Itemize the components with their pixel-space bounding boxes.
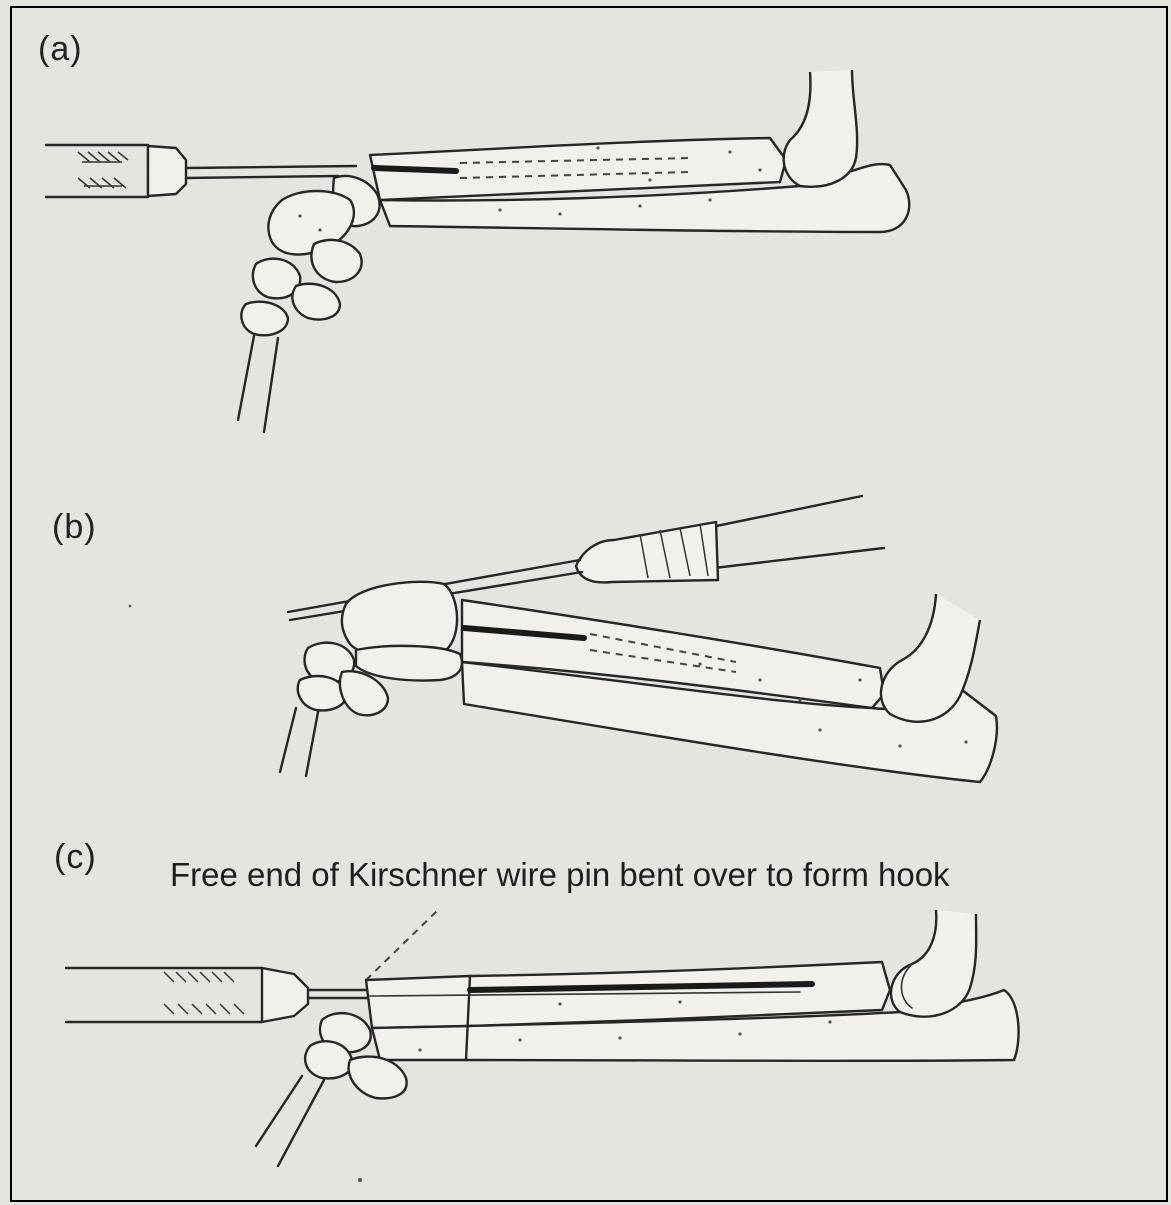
panel-c-drawing [66, 908, 1019, 1182]
drill-chuck-a [46, 145, 186, 197]
k-wire-a [186, 166, 356, 178]
wrist-bones-b [298, 582, 462, 715]
annotation-callout: Free end of Kirschner wire pin bent over… [170, 856, 950, 894]
finger-c [256, 1076, 324, 1166]
panel-b-drawing [129, 496, 997, 782]
drill-chuck-b [576, 496, 884, 582]
k-wire-c [308, 990, 368, 998]
panel-label-c: (c) [54, 838, 97, 877]
finger-b [280, 708, 318, 776]
wrist-bones-a [241, 176, 379, 335]
humerus-a [784, 70, 857, 187]
panel-label-b: (b) [52, 508, 97, 547]
finger-a [238, 336, 278, 432]
intramedullary-pin-a [374, 168, 456, 171]
callout-leader [366, 908, 440, 980]
humerus-c [891, 910, 976, 1017]
panel-a-drawing [46, 70, 909, 432]
drill-chuck-c [66, 968, 308, 1022]
panel-label-a: (a) [38, 30, 83, 69]
